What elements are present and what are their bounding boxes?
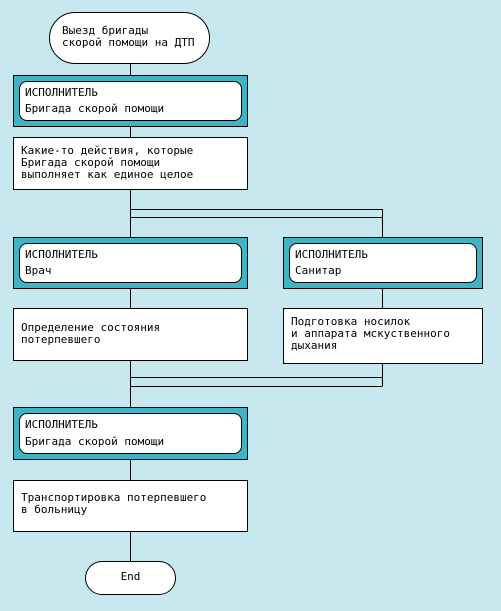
performer-card: ИСПОЛНИТЕЛЬ Бригада скорой помощи: [19, 413, 242, 454]
performer-doctor: ИСПОЛНИТЕЛЬ Врач: [13, 237, 248, 289]
performer-card: ИСПОЛНИТЕЛЬ Врач: [19, 243, 242, 283]
performer-card: ИСПОЛНИТЕЛЬ Санитар: [289, 243, 477, 283]
performer-name: Врач: [25, 264, 52, 277]
action-doctor: Определение состояния потерпевшего: [13, 308, 248, 361]
performer-card: ИСПОЛНИТЕЛЬ Бригада скорой помощи: [19, 81, 242, 121]
action-final: Транспортировка потерпевшего в больницу: [13, 480, 248, 532]
performer-role-label: ИСПОЛНИТЕЛЬ: [25, 248, 98, 261]
performer-name: Бригада скорой помощи: [25, 102, 165, 115]
performer-name: Санитар: [295, 264, 342, 277]
action-orderly: Подготовка носилок и аппарата мскуственн…: [283, 308, 483, 364]
start-terminator: Выезд бригады скорой помощи на ДТП: [49, 12, 210, 64]
performer-orderly: ИСПОЛНИТЕЛЬ Санитар: [283, 237, 483, 289]
performer-role-label: ИСПОЛНИТЕЛЬ: [25, 418, 98, 431]
performer-role-label: ИСПОЛНИТЕЛЬ: [295, 248, 368, 261]
action-main: Какие-то действия, которые Бригада скоро…: [13, 137, 248, 190]
performer-main: ИСПОЛНИТЕЛЬ Бригада скорой помощи: [13, 75, 248, 127]
performer-name: Бригада скорой помощи: [25, 435, 165, 448]
performer-final: ИСПОЛНИТЕЛЬ Бригада скорой помощи: [13, 407, 248, 460]
end-terminator: End: [85, 561, 176, 595]
performer-role-label: ИСПОЛНИТЕЛЬ: [25, 86, 98, 99]
